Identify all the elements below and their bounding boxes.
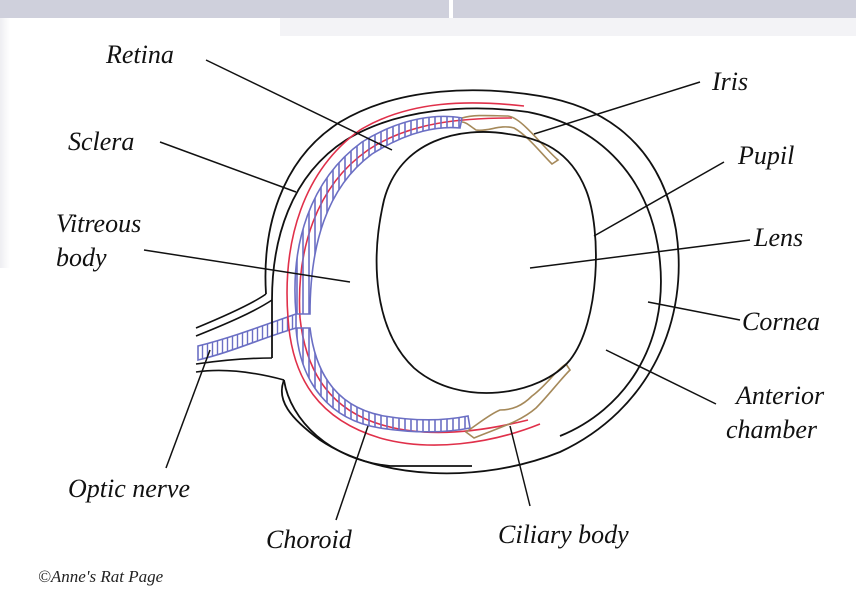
choroid-leader: [336, 426, 368, 520]
label-anterior-line1: Anterior: [734, 381, 825, 410]
label-ciliary-body: Ciliary body: [498, 520, 629, 549]
label-sclera: Sclera: [68, 127, 134, 156]
label-anterior-line2: chamber: [726, 415, 818, 444]
pupil-leader: [594, 162, 724, 236]
label-choroid: Choroid: [266, 525, 353, 554]
label-iris: Iris: [711, 67, 748, 96]
anterior-chamber-leader: [606, 350, 716, 404]
label-cornea: Cornea: [742, 307, 820, 336]
optic-nerve-leader: [166, 350, 210, 468]
vitreous-leader: [144, 250, 350, 282]
cornea-leader: [648, 302, 740, 320]
sclera: [265, 90, 678, 473]
label-lens: Lens: [753, 223, 803, 252]
retina-layer: [295, 116, 470, 431]
leader-lines: [144, 60, 750, 520]
label-optic-nerve: Optic nerve: [68, 474, 190, 503]
sclera-leader: [160, 142, 296, 192]
lens-leader: [530, 240, 750, 268]
label-vitreous-line1: Vitreous: [56, 209, 141, 238]
label-retina: Retina: [105, 40, 174, 69]
label-pupil: Pupil: [737, 141, 794, 170]
retina-leader: [206, 60, 392, 150]
credit-text: ©Anne's Rat Page: [38, 567, 164, 586]
lens-outline: [377, 132, 596, 393]
label-vitreous-line2: body: [56, 243, 107, 272]
